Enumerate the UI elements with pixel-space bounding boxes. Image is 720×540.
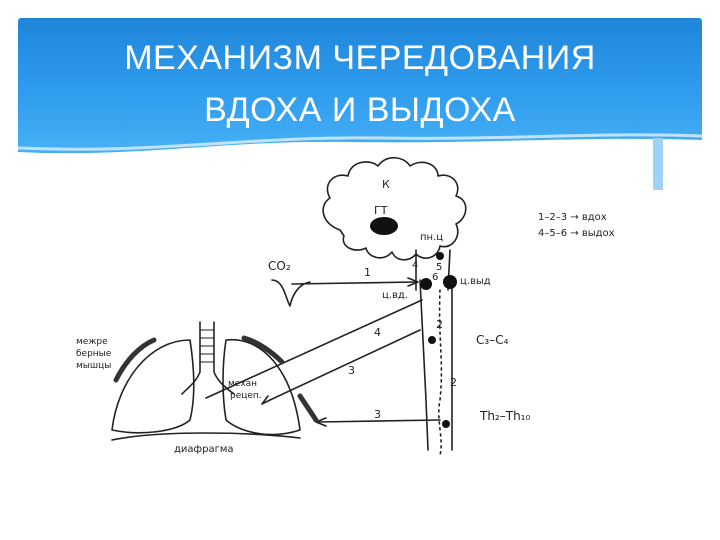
path-number-4a: 4 [412,260,418,271]
path-3-upper [269,329,421,401]
legend-exhale: 4–5–6 → выдох [538,228,615,239]
label-expiratory-center: ц.выд [460,276,491,287]
mechanoreceptor-arrow [261,395,271,405]
header-wave-decoration [18,133,702,190]
left-lung [111,339,195,434]
path-number-1: 1 [364,266,371,279]
label-inspiratory-center: ц.вд. [382,290,408,301]
label-co2: CO₂ [268,259,291,273]
label-diaphragm: диафрагма [174,444,234,455]
label-spinal-th2-th10: Th₂–Th₁₀ [479,409,530,423]
legend-inhale: 1–2–3 → вдох [538,212,607,223]
diaphragm-line [111,432,301,441]
title-line-1: МЕХАНИЗМ ЧЕРЕДОВАНИЯ [124,39,596,77]
path-number-3a: 3 [348,364,355,377]
trachea [181,321,235,395]
brain-outline [322,156,467,261]
inspiratory-center-node [420,278,432,290]
co2-receptor [271,279,311,307]
slide-title: МЕХАНИЗМ ЧЕРЕДОВАНИЯ ВДОХА И ВЫДОХА [18,18,702,136]
expiratory-center-node [443,275,457,289]
title-line-2: ВДОХА И ВЫДОХА [204,91,516,129]
path-1 [291,281,417,285]
hypothalamus-node [370,217,398,235]
rib-muscles-left [113,337,157,383]
path-number-5: 5 [436,262,442,273]
label-intercostal-1: межре [76,337,108,347]
label-intercostal-2: берные [76,349,112,359]
path-number-2a: 2 [436,318,443,331]
spinal-cord-outline [438,289,443,456]
spinal-c3-node [428,336,436,344]
rib-muscles-right [241,335,285,365]
path-number-6: 6 [432,272,438,283]
label-cortex: К [382,178,390,191]
label-spinal-c3-c4: C₃–C₄ [476,333,509,347]
label-pneumotaxic-center: пн.ц [420,232,443,243]
path-number-4b: 4 [374,326,381,339]
label-intercostal-3: мышцы [76,361,111,371]
path-number-3b: 3 [374,408,381,421]
label-mechanoreceptors-2: рецеп. [230,391,262,401]
diaphragm-muscle [297,393,319,423]
path-3-lower [317,419,441,423]
label-mechanoreceptors-1: механ [228,379,257,389]
pneumotaxic-node [436,252,444,260]
spinal-th-node [442,420,450,428]
path-number-2b: 2 [450,376,457,389]
path-1-arrow [407,277,419,287]
label-hypothalamus: ГТ [374,204,388,217]
trachea-rings [199,329,215,363]
path-4-lower [205,299,423,399]
slide-header: МЕХАНИЗМ ЧЕРЕДОВАНИЯ ВДОХА И ВЫДОХА [18,18,702,153]
spinal-cord-left [419,279,429,451]
